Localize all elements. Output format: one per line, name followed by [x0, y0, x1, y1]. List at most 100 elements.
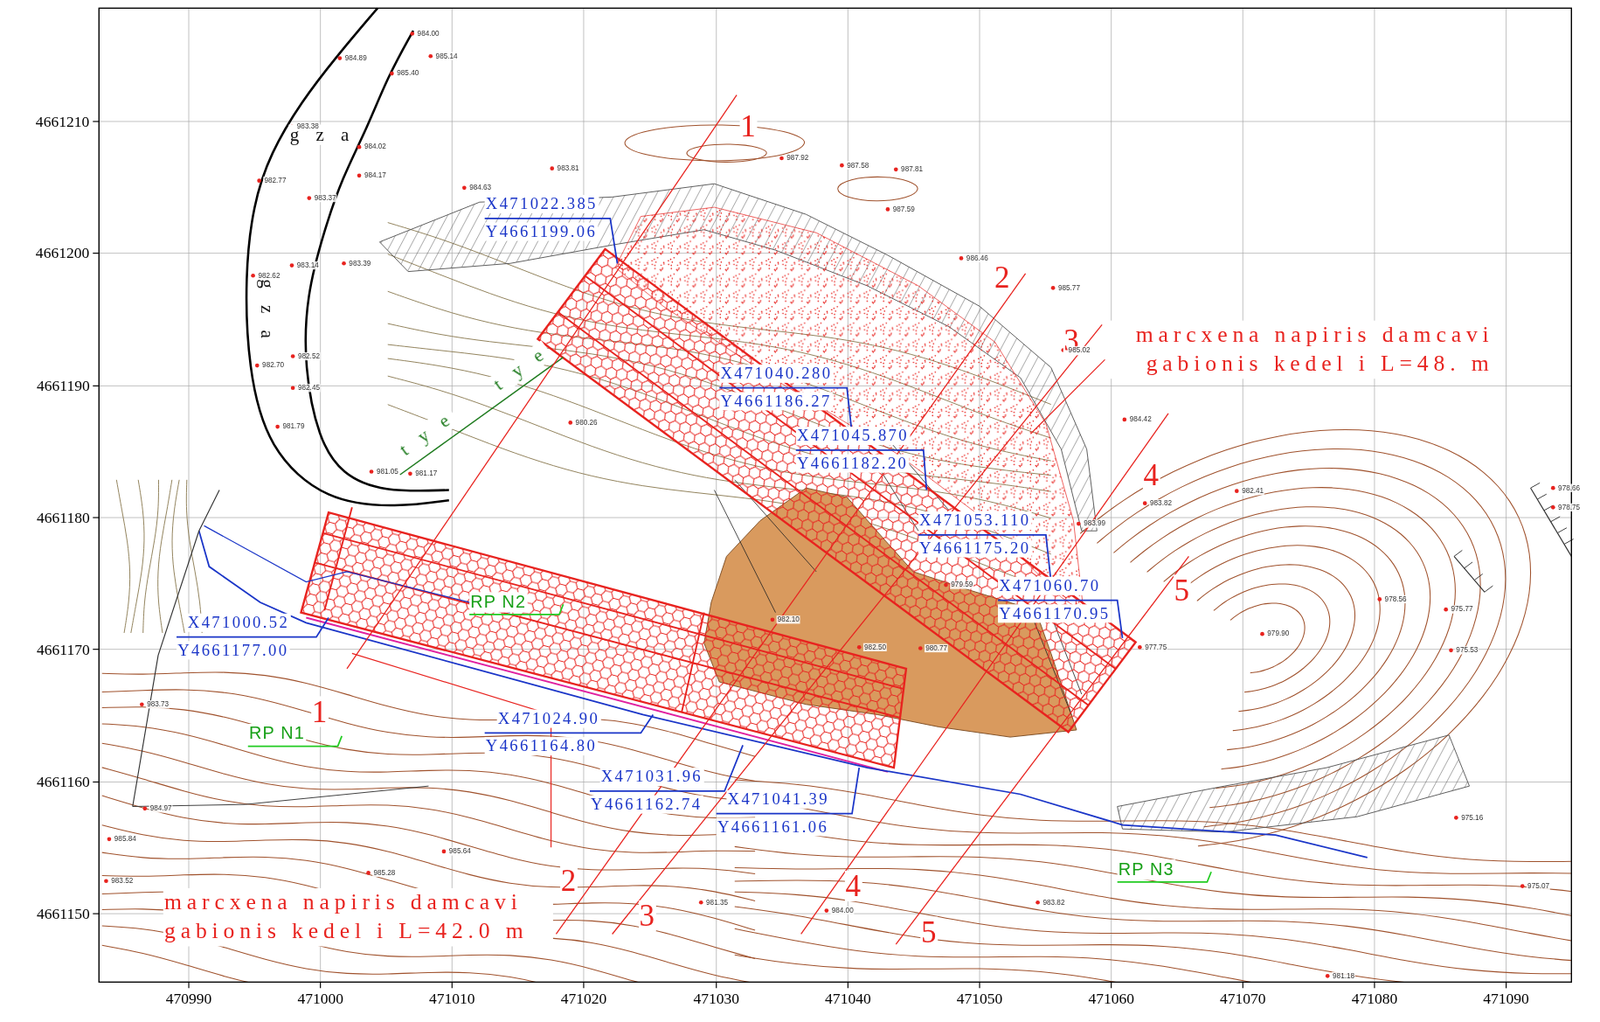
survey-point	[341, 261, 347, 266]
coordinate-label: X471000.52	[187, 613, 291, 632]
axis-label: 471080	[1350, 989, 1399, 1007]
survey-point	[255, 363, 260, 368]
survey-point	[1325, 973, 1330, 978]
section-lines	[346, 95, 1189, 945]
survey-point	[959, 256, 964, 261]
contour-line	[734, 954, 1573, 982]
benchmark-label: RP N1	[248, 723, 306, 744]
axis-label: 4661180	[35, 508, 91, 527]
axis-tick	[451, 981, 453, 988]
boundary-line	[199, 530, 1368, 858]
survey-point	[567, 420, 573, 425]
axis-tick	[92, 120, 99, 122]
section-number: 2	[559, 865, 577, 896]
slope-tick	[1454, 549, 1462, 556]
survey-point	[699, 900, 704, 905]
coordinate-label: X471045.870	[796, 426, 910, 445]
contour-line	[102, 742, 755, 835]
benchmark-label: RP N3	[1117, 858, 1176, 880]
gabion-seam	[324, 506, 353, 610]
slope-tick	[1537, 493, 1547, 499]
axis-label: 4661190	[35, 376, 91, 395]
elevation-label: 975.77	[1449, 604, 1474, 613]
survey-point	[770, 616, 776, 622]
survey-point	[389, 71, 395, 77]
survey-point	[1260, 631, 1265, 637]
survey-point	[943, 582, 949, 588]
survey-point	[275, 424, 280, 430]
contour-line	[102, 723, 755, 818]
coordinate-label: Y4661170.95	[997, 603, 1112, 623]
section-number: 4	[844, 870, 862, 901]
section-line	[612, 324, 1103, 934]
elevation-label: 975.16	[1460, 813, 1484, 822]
survey-point	[107, 837, 112, 842]
elevation-label: 984.42	[1129, 415, 1153, 423]
elevation-label: 982.70	[261, 360, 285, 369]
elevation-label: 985.40	[395, 69, 420, 77]
contour-line	[1180, 545, 1381, 731]
axis-tick	[92, 913, 99, 915]
survey-point	[918, 645, 923, 651]
elevation-label: 984.89	[344, 54, 368, 63]
road-label: t y e	[488, 339, 554, 395]
contour-line	[143, 479, 160, 633]
section-line	[346, 95, 737, 669]
grid	[92, 7, 1572, 988]
survey-point	[366, 870, 371, 875]
elevation-label: 984.17	[363, 171, 388, 180]
survey-point	[142, 806, 147, 811]
elevation-label: 983.52	[110, 876, 134, 885]
slope-mark	[1454, 555, 1485, 592]
survey-point	[256, 178, 262, 183]
elevation-label: 983.99	[1082, 519, 1107, 527]
elevation-label: 981.17	[414, 469, 438, 478]
elevation-label: 984.02	[363, 142, 388, 151]
elevation-label: 981.79	[281, 422, 305, 430]
contour-line	[102, 873, 755, 958]
survey-point	[1076, 521, 1081, 527]
slope-tick	[1551, 516, 1561, 522]
benchmark-label: RP N2	[469, 591, 527, 612]
grid-line	[1242, 7, 1244, 982]
survey-point	[1142, 500, 1148, 506]
survey-point	[462, 186, 467, 191]
elevation-label: 978.75	[1557, 503, 1581, 512]
axis-label: 471050	[955, 989, 1005, 1007]
coordinate-label: X471024.90	[497, 709, 602, 728]
axis-label: 470990	[165, 989, 214, 1007]
elevation-label: 981.35	[705, 898, 729, 907]
axis-tick	[1242, 981, 1244, 988]
survey-point	[306, 195, 312, 201]
coordinate-label: Y4661162.74	[589, 795, 704, 814]
elevation-label: 985.64	[448, 846, 472, 855]
elevation-label: 984.63	[468, 183, 492, 192]
slope-tick	[1557, 527, 1567, 534]
axis-label: 471070	[1219, 989, 1268, 1007]
elevation-label: 975.53	[1454, 645, 1479, 654]
coordinate-label: X471040.280	[719, 364, 833, 383]
grid-line	[188, 7, 190, 982]
elevation-label: 981.05	[375, 467, 400, 476]
survey-point	[1051, 285, 1056, 291]
coordinate-leader	[589, 744, 743, 791]
contour-loop	[624, 124, 805, 161]
elevation-label: 980.77	[924, 644, 949, 652]
axis-tick	[715, 981, 717, 988]
survey-point	[103, 878, 109, 883]
axis-tick	[187, 981, 189, 988]
elevation-label: 983.38	[296, 122, 320, 131]
contour-line	[102, 795, 755, 873]
axis-tick	[978, 981, 980, 988]
axis-tick	[92, 648, 99, 650]
survey-point	[338, 55, 343, 61]
slope-tick	[1464, 561, 1473, 568]
elevation-label: 983.82	[1041, 898, 1066, 907]
section-number: 4	[1142, 458, 1160, 490]
road-label: t y e	[394, 405, 459, 461]
survey-point	[442, 849, 447, 854]
axis-label: 4661150	[35, 904, 91, 922]
contour-line	[1080, 429, 1531, 846]
elevation-label: 983.39	[347, 259, 372, 268]
